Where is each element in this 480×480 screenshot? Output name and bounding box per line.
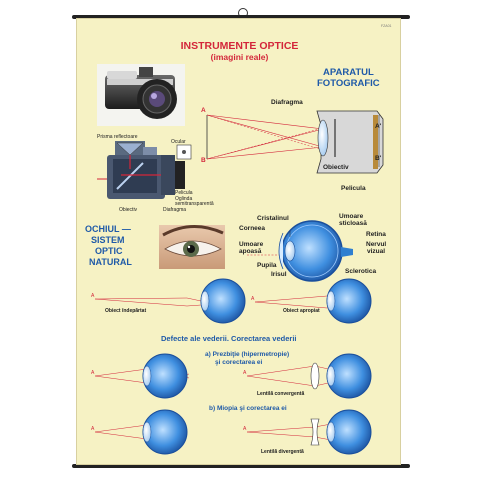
hyperopia-corrected-diagram	[246, 353, 372, 399]
label-irisul: Irisul	[271, 271, 287, 278]
label-umoare-sticloasa-2: sticloasă	[339, 220, 367, 227]
myopia-corrected-diagram	[246, 409, 372, 455]
label-lentila-divergenta: Lentilă divergentă	[261, 449, 304, 455]
myopia-point-a: A	[91, 426, 95, 432]
camera-heading-line2: FOTOGRAFIC	[317, 78, 380, 89]
label-diafragma: Diafragma	[271, 99, 303, 106]
camera-heading-line1: APARATUL	[323, 67, 374, 78]
label-sclerotica: Sclerotica	[345, 268, 377, 275]
eye-heading-line3: OPTIC	[95, 246, 123, 256]
label-diafragma-cutaway: Diafragma	[163, 207, 187, 213]
label-ocular: Ocular	[171, 139, 186, 145]
label-prisma: Prisma reflectoare	[97, 134, 138, 140]
label-obiectiv-cutaway: Obiectiv	[119, 207, 138, 213]
label-umoare-apoasa-1: Umoare	[239, 241, 264, 248]
camera-photo	[97, 64, 185, 126]
bottom-hanging-rod	[72, 464, 410, 468]
label-pelicula: Pelicula	[341, 185, 366, 192]
myopia-corrected-point-a: A	[243, 426, 247, 432]
label-point-b-prime: B'	[375, 155, 382, 162]
label-lentila-convergenta: Lentilă convergentă	[257, 391, 305, 397]
near-object-diagram	[254, 278, 372, 324]
label-point-a: A	[201, 107, 206, 114]
label-oglinda: Oglinda	[175, 196, 193, 202]
poster-title: INSTRUMENTE OPTICE	[180, 40, 299, 52]
poster-subtitle: (imagini reale)	[210, 52, 269, 62]
hyperopia-diagram	[94, 353, 190, 399]
near-object-point-a: A	[251, 296, 255, 302]
far-object-diagram	[94, 278, 246, 324]
eye-photo	[159, 224, 225, 269]
poster-illustrations	[94, 64, 384, 455]
camera-ray-diagram	[206, 110, 384, 174]
label-obiect-indepartat: Obiect îndepărtat	[105, 308, 147, 314]
label-corneea: Corneea	[239, 225, 266, 232]
label-pelicula-cutaway: Pelicula	[175, 190, 193, 196]
label-obiectiv: Obiectiv	[323, 164, 349, 171]
label-retina: Retina	[366, 231, 386, 238]
optics-poster: FZA01 INSTRUMENTE OPTICE (imagini reale)…	[76, 18, 401, 465]
far-object-point-a: A	[91, 293, 95, 299]
eye-heading-line2: SISTEM	[91, 235, 125, 245]
label-obiect-apropiat: Obiect apropiat	[283, 308, 320, 314]
poster-code: FZA01	[381, 24, 392, 28]
myopia-diagram	[94, 409, 188, 455]
label-pupila: Pupila	[257, 262, 277, 269]
label-point-b: B	[201, 157, 206, 164]
label-umoare-sticloasa-1: Umoare	[339, 213, 364, 220]
hyperopia-heading-1: a) Prezbiţie (hipermetropie)	[205, 351, 290, 358]
hyperopia-corrected-point-a: A	[243, 370, 247, 376]
myopia-heading: b) Miopia şi corectarea ei	[209, 405, 287, 412]
label-point-a-prime: A'	[375, 123, 382, 130]
label-oglinda-2: semitransparentă	[175, 201, 214, 207]
eye-heading-line1: OCHIUL —	[85, 224, 131, 234]
hyperopia-heading-2: şi corectarea ei	[215, 359, 263, 366]
defects-heading: Defecte ale vederii. Corectarea vederii	[161, 334, 297, 343]
label-nervul-2: vizual	[367, 248, 386, 255]
label-umoare-apoasa-2: apoasă	[239, 248, 262, 255]
eye-cross-section	[247, 220, 353, 282]
eye-heading-line4: NATURAL	[89, 257, 132, 267]
top-hanging-rod	[72, 15, 410, 19]
hyperopia-point-a: A	[91, 370, 95, 376]
label-nervul-1: Nervul	[366, 241, 387, 248]
camera-cutaway	[97, 141, 192, 199]
label-cristalinul: Cristalinul	[257, 215, 289, 222]
